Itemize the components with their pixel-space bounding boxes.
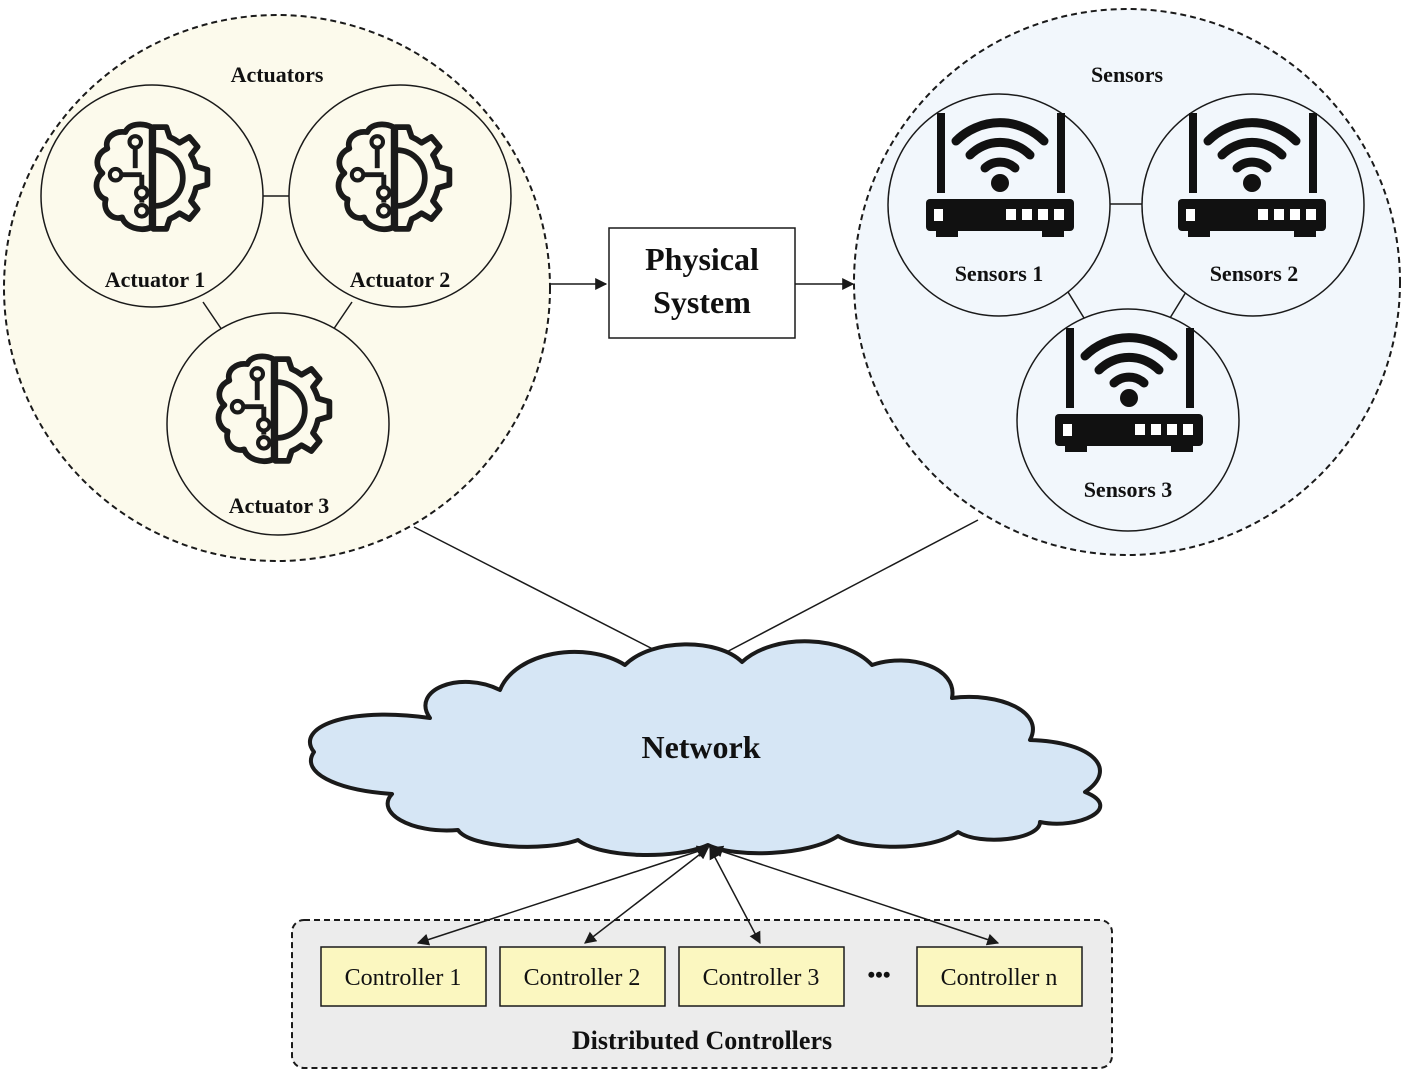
- network-controller-n-link: [710, 845, 1000, 946]
- controller-2-label: Controller 2: [524, 965, 641, 991]
- network-label: Network: [641, 729, 760, 765]
- sensors-group-label: Sensors: [1091, 62, 1164, 87]
- sensors-group: Sensors Sensors 1 Sensors 2 Sensors 3: [853, 8, 1401, 556]
- controller-3-label: Controller 3: [703, 965, 820, 991]
- actuator-link-2-3: [332, 301, 353, 331]
- controllers-group-label: Distributed Controllers: [572, 1026, 832, 1055]
- controller-1-label: Controller 1: [345, 965, 462, 991]
- controller-2: Controller 2: [499, 946, 666, 1007]
- sensor-link-1-3: [1067, 291, 1085, 319]
- actuator-1-label: Actuator 1: [105, 267, 205, 292]
- physical-system-box: Physical System: [608, 227, 796, 339]
- sensor-node-1: Sensors 1: [887, 93, 1111, 317]
- controllers-group: Controller 1 Controller 2 Controller 3 •…: [291, 845, 1113, 1069]
- controller-n: Controller n: [916, 946, 1083, 1007]
- actuator-link-1-3: [202, 301, 223, 331]
- controllers-ellipsis: •••: [867, 962, 890, 987]
- physical-system-line2: System: [653, 284, 751, 320]
- network-cloud: Network: [308, 639, 1103, 857]
- sensors-to-network-arrow: [696, 519, 979, 668]
- network-controller-2-link: [584, 847, 709, 944]
- actuator-3-label: Actuator 3: [229, 493, 329, 518]
- sensors-2-label: Sensors 2: [1210, 261, 1299, 286]
- actuators-group: Actuators Actuator 1 Actuator 2 Actuator…: [3, 14, 551, 562]
- controller-n-label: Controller n: [941, 965, 1058, 991]
- actuator-node-2: Actuator 2: [288, 84, 512, 308]
- sensors-1-label: Sensors 1: [955, 261, 1044, 286]
- sensor-node-2: Sensors 2: [1141, 93, 1365, 317]
- sensors-3-label: Sensors 3: [1084, 477, 1173, 502]
- actuator-node-3: Actuator 3: [166, 312, 390, 536]
- physical-system-line1: Physical: [645, 241, 759, 277]
- controller-3: Controller 3: [678, 946, 845, 1007]
- sensor-node-3: Sensors 3: [1016, 308, 1240, 532]
- actuator-node-1: Actuator 1: [40, 84, 264, 308]
- sensor-link-2-3: [1169, 291, 1187, 319]
- actuators-group-label: Actuators: [231, 62, 324, 87]
- controller-1: Controller 1: [320, 946, 487, 1007]
- actuator-2-label: Actuator 2: [350, 267, 450, 292]
- actuators-to-network-arrow: [413, 526, 690, 668]
